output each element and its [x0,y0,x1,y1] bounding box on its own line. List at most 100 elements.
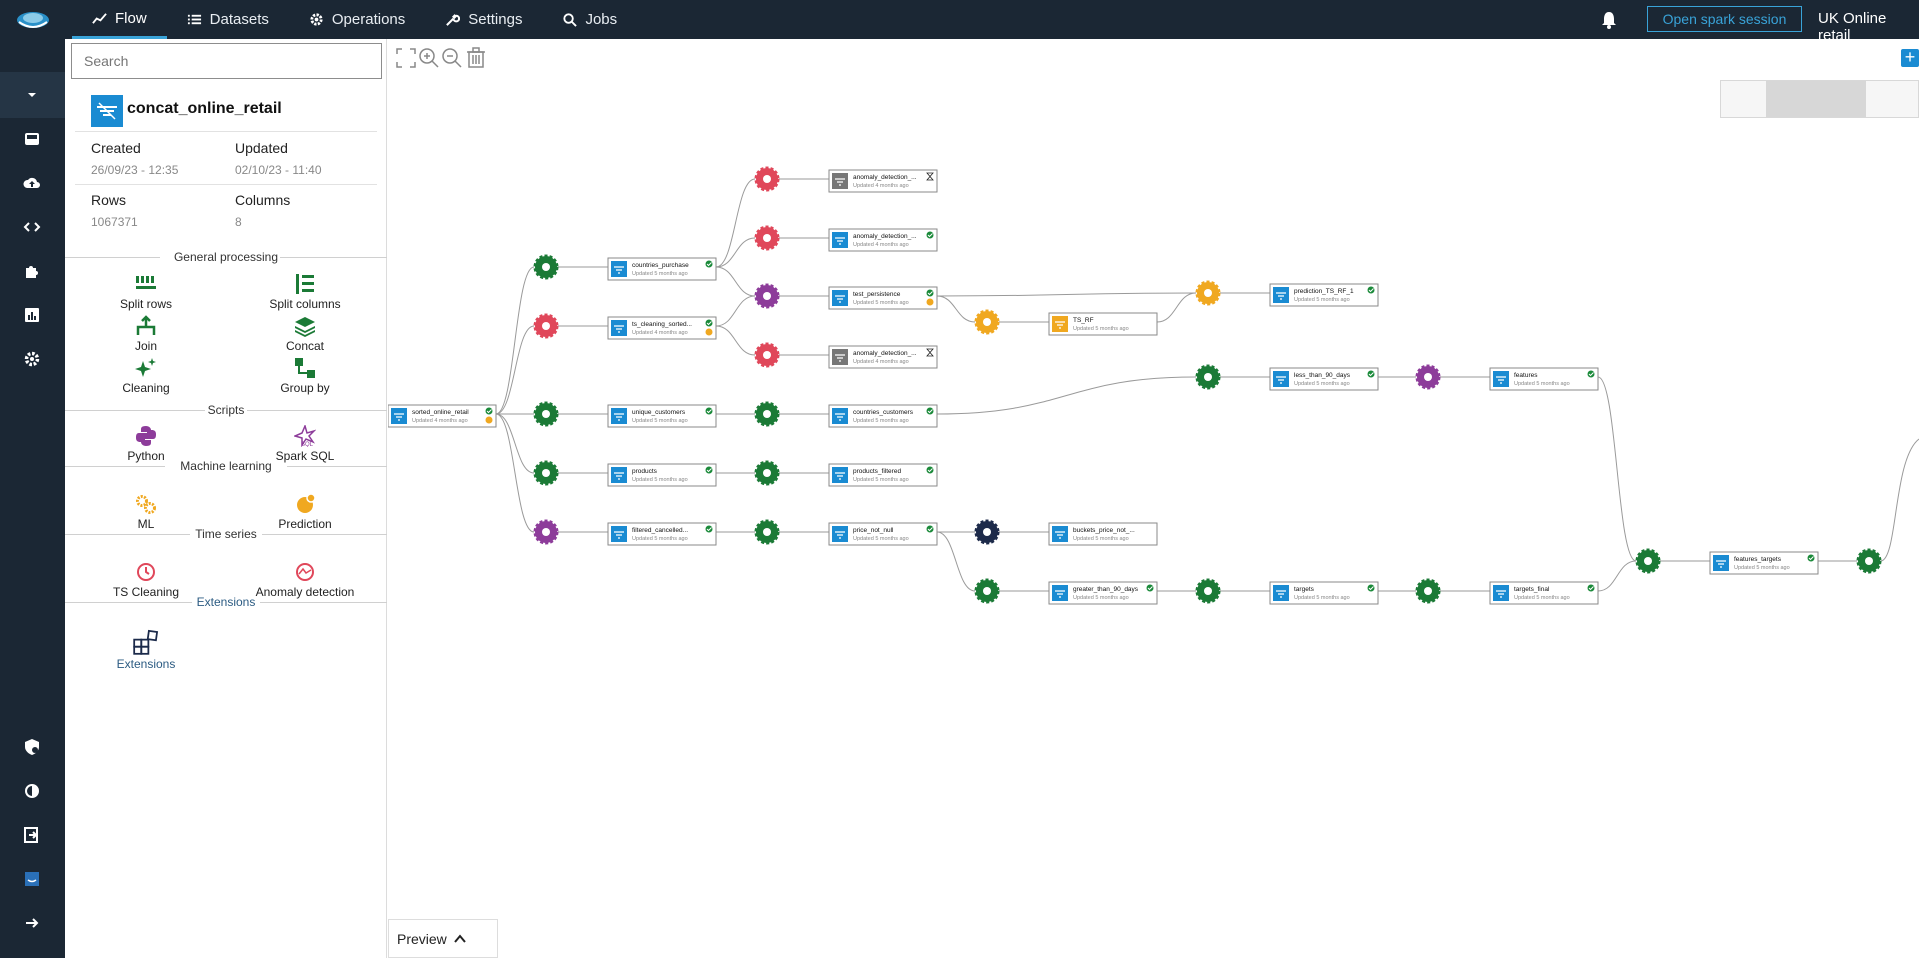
tab-operations[interactable]: Operations [289,0,425,39]
node-updated: Updated 5 months ago [1294,297,1350,303]
split-op-node[interactable] [1856,548,1882,574]
expand-arrow-icon[interactable] [20,911,44,935]
open-spark-session-button[interactable]: Open spark session [1647,6,1802,32]
op-extensions[interactable]: Extensions [86,629,206,671]
minimap-viewport[interactable] [1766,81,1866,117]
zoom-in-icon[interactable] [418,47,440,69]
zoom-out-icon[interactable] [441,47,463,69]
op-group-by[interactable]: Group by [245,357,365,395]
dataset-node[interactable]: anomaly_detection_...Updated 4 months ag… [828,228,938,252]
tab-datasets[interactable]: Datasets [167,0,289,39]
op-anomaly-detection[interactable]: Anomaly detection [245,561,365,599]
op-node-glyph [1865,557,1873,565]
join-op-node[interactable] [1635,548,1661,574]
node-dataset-icon [1052,316,1068,332]
python-op-node[interactable] [1415,364,1441,390]
prediction-op-node[interactable] [1195,280,1221,306]
minimap[interactable] [1720,80,1919,118]
op-cleaning[interactable]: Cleaning [86,357,206,395]
node-dataset-icon [832,290,848,306]
search-input[interactable] [71,43,382,79]
tab-flow[interactable]: Flow [72,0,167,39]
python-op-node[interactable] [533,519,559,545]
op-spark-sql[interactable]: SQL Spark SQL [245,425,365,463]
preview-toggle[interactable]: Preview [388,919,498,958]
node-icon-glyph [1055,321,1065,329]
node-dataset-icon [1713,555,1729,571]
op-concat[interactable]: Concat [245,315,365,353]
group-by-op-node[interactable] [533,401,559,427]
shield-lock-icon[interactable] [20,735,44,759]
split-op-node[interactable] [1195,364,1221,390]
op-prediction[interactable]: Prediction [245,493,365,531]
anomaly-op-node[interactable] [754,166,780,192]
cleaning-op-node[interactable] [1415,578,1441,604]
op-python[interactable]: Python [86,425,206,463]
ml-op-node[interactable] [974,309,1000,335]
dataset-node[interactable]: anomaly_detection_...Updated 4 months ag… [828,345,938,369]
cleaning-op-node[interactable] [754,460,780,486]
bar-chart-icon[interactable] [20,303,44,327]
code-icon[interactable] [20,215,44,239]
contrast-icon[interactable] [20,779,44,803]
dataset-node[interactable]: buckets_price_not_...Updated 5 months ag… [1048,522,1158,546]
check-mark [927,409,933,414]
anomaly-op-node[interactable] [754,225,780,251]
op-node-glyph [1424,587,1432,595]
cleaning-op-node[interactable] [754,519,780,545]
settings-icon[interactable] [20,347,44,371]
op-join[interactable]: Join [86,315,206,353]
extension-op-node[interactable] [974,519,1000,545]
tab-jobs[interactable]: Jobs [542,0,637,39]
bell-icon[interactable] [1599,10,1619,30]
node-icon-glyph [835,413,845,421]
cleaning-op-node[interactable] [974,578,1000,604]
trash-icon[interactable] [465,47,487,69]
group-by-op-node[interactable] [533,460,559,486]
inbox-icon[interactable] [20,127,44,151]
puzzle-icon[interactable] [20,259,44,283]
join-op-node[interactable] [754,401,780,427]
fit-screen-icon[interactable] [395,47,417,69]
op-anomaly-detection-label: Anomaly detection [255,585,355,599]
join-op-node[interactable] [1195,578,1221,604]
status-ok-icon [485,407,493,415]
anomaly-op-node[interactable] [754,342,780,368]
ts-cleaning-op-node[interactable] [533,313,559,339]
app-logo[interactable] [10,6,56,34]
tab-settings[interactable]: Settings [425,0,542,39]
op-ml-label: ML [137,517,155,531]
op-split-columns[interactable]: Split columns [245,273,365,311]
op-ts-cleaning[interactable]: TS Cleaning [86,561,206,599]
node-icon-glyph [614,531,624,539]
dataset-node[interactable]: ts_cleaning_sorted...Updated 4 months ag… [607,316,717,340]
caret-down-icon[interactable] [20,83,44,107]
op-ml[interactable]: ML [86,493,206,531]
python-op-node[interactable] [754,283,780,309]
op-split-rows[interactable]: Split rows [86,273,206,311]
add-node-button[interactable]: + [1901,48,1919,67]
cleaning-op-node[interactable] [533,254,559,280]
cloud-upload-icon[interactable] [20,171,44,195]
logout-icon[interactable] [20,823,44,847]
dataset-node[interactable]: filtered_cancelled...Updated 5 months ag… [607,522,717,546]
dataset-node[interactable]: anomaly_detection_...Updated 4 months ag… [828,169,938,193]
user-avatar-icon[interactable] [20,867,44,891]
